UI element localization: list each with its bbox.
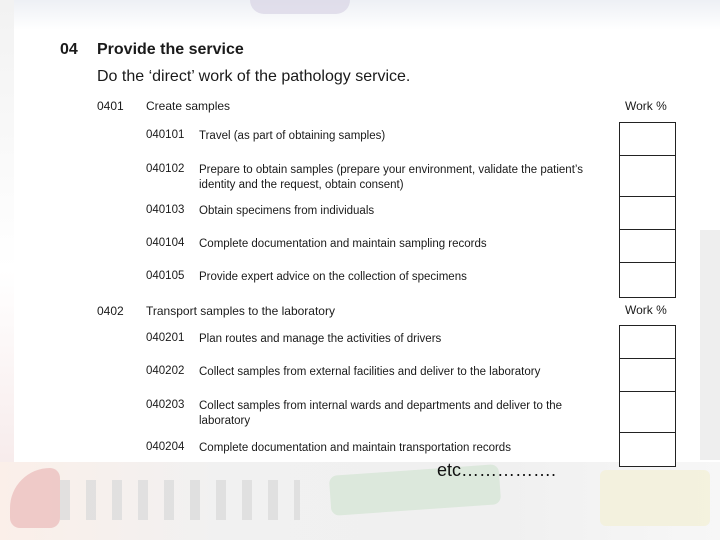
item-text: Prepare to obtain samples (prepare your … (199, 164, 583, 191)
section-title: Provide the service (97, 41, 244, 58)
work-percent-input[interactable] (619, 358, 676, 393)
work-percent-header: Work % (625, 303, 667, 317)
item-code: 040201 (146, 332, 185, 344)
work-percent-header: Work % (625, 99, 667, 113)
item-code: 040101 (146, 129, 185, 141)
work-percent-input[interactable] (619, 196, 676, 231)
item-code: 040104 (146, 237, 185, 249)
group-title: Transport samples to the laboratory (146, 304, 335, 318)
continuation-text: etc……………. (437, 460, 557, 480)
item-code: 040103 (146, 204, 185, 216)
item-text: Provide expert advice on the collection … (199, 271, 467, 283)
item-text: Collect samples from external facilities… (199, 366, 541, 378)
work-percent-input[interactable] (619, 325, 676, 360)
section-subtitle: Do the ‘direct’ work of the pathology se… (97, 68, 411, 85)
work-percent-input[interactable] (619, 155, 676, 198)
item-text: Complete documentation and maintain tran… (199, 442, 511, 454)
item-text: Plan routes and manage the activities of… (199, 333, 442, 345)
item-text: Travel (as part of obtaining samples) (199, 130, 386, 142)
work-percent-input[interactable] (619, 391, 676, 434)
item-code: 040105 (146, 270, 185, 282)
group-title: Create samples (146, 99, 231, 113)
work-percent-input[interactable] (619, 229, 676, 264)
item-text: Collect samples from internal wards and … (199, 400, 563, 427)
item-code: 040202 (146, 365, 185, 377)
item-code: 040203 (146, 399, 185, 411)
work-percent-input[interactable] (619, 122, 676, 157)
section-number: 04 (60, 41, 78, 58)
item-text: Obtain specimens from individuals (199, 205, 375, 217)
work-percent-input[interactable] (619, 432, 676, 467)
work-percent-input[interactable] (619, 262, 676, 298)
item-code: 040102 (146, 163, 185, 175)
item-code: 040204 (146, 441, 185, 453)
item-text: Complete documentation and maintain samp… (199, 238, 487, 250)
group-code: 0402 (97, 304, 124, 318)
group-code: 0401 (97, 99, 124, 113)
